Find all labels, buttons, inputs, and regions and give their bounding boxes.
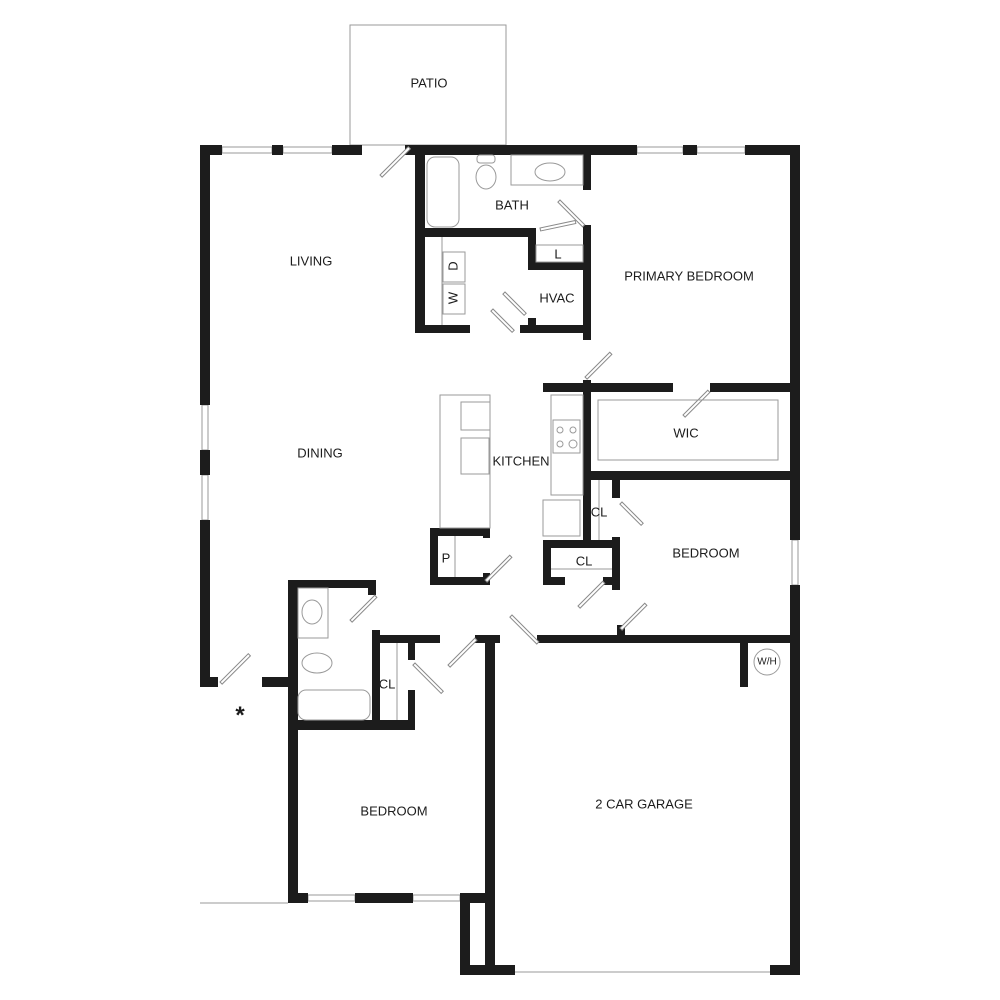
room-label-closet: CL (575, 553, 593, 569)
room-label-living: LIVING (289, 253, 333, 269)
left-vanity (297, 587, 329, 639)
room-label-garage: 2 CAR GARAGE (595, 796, 693, 812)
room-label-kitchen: KITCHEN (492, 453, 550, 469)
room-label-linen: L (554, 246, 562, 262)
appliance-label-washer: W (445, 291, 461, 305)
washer (442, 283, 466, 315)
bathtub (426, 156, 460, 228)
room-label-dining: DINING (297, 445, 343, 461)
toilet (475, 164, 497, 190)
vanity (510, 154, 584, 186)
left-toilet (301, 652, 333, 674)
room-label-bedroom: BEDROOM (360, 803, 428, 819)
room-label-primary-bedroom: PRIMARY BEDROOM (624, 268, 754, 284)
refrigerator (542, 499, 581, 537)
counter (550, 394, 584, 496)
room-label-closet: CL (378, 676, 396, 692)
doors (219, 146, 711, 695)
dryer (442, 251, 466, 283)
label-water-heater: W/H (757, 656, 777, 668)
sink (534, 162, 566, 182)
room-label-bath: BATH (495, 197, 529, 213)
fixtures (297, 154, 781, 721)
room-label-patio: PATIO (410, 75, 448, 91)
kitchen-sink (460, 437, 490, 475)
left-bathtub (297, 689, 371, 721)
dishwasher (460, 401, 491, 431)
kitchen-island (439, 394, 491, 529)
water-heater-icon (753, 648, 781, 676)
room-label-hvac: HVAC (539, 290, 575, 306)
room-label-bedroom: BEDROOM (672, 545, 740, 561)
stove (552, 419, 581, 454)
room-label-pantry: P (441, 550, 451, 566)
walls (200, 145, 800, 975)
entry-marker: * (235, 702, 245, 729)
wic-shelf (597, 399, 779, 461)
room-label-wic: WIC (673, 425, 699, 441)
appliance-label-dryer: D (445, 261, 461, 271)
room-label-closet: CL (590, 504, 608, 520)
